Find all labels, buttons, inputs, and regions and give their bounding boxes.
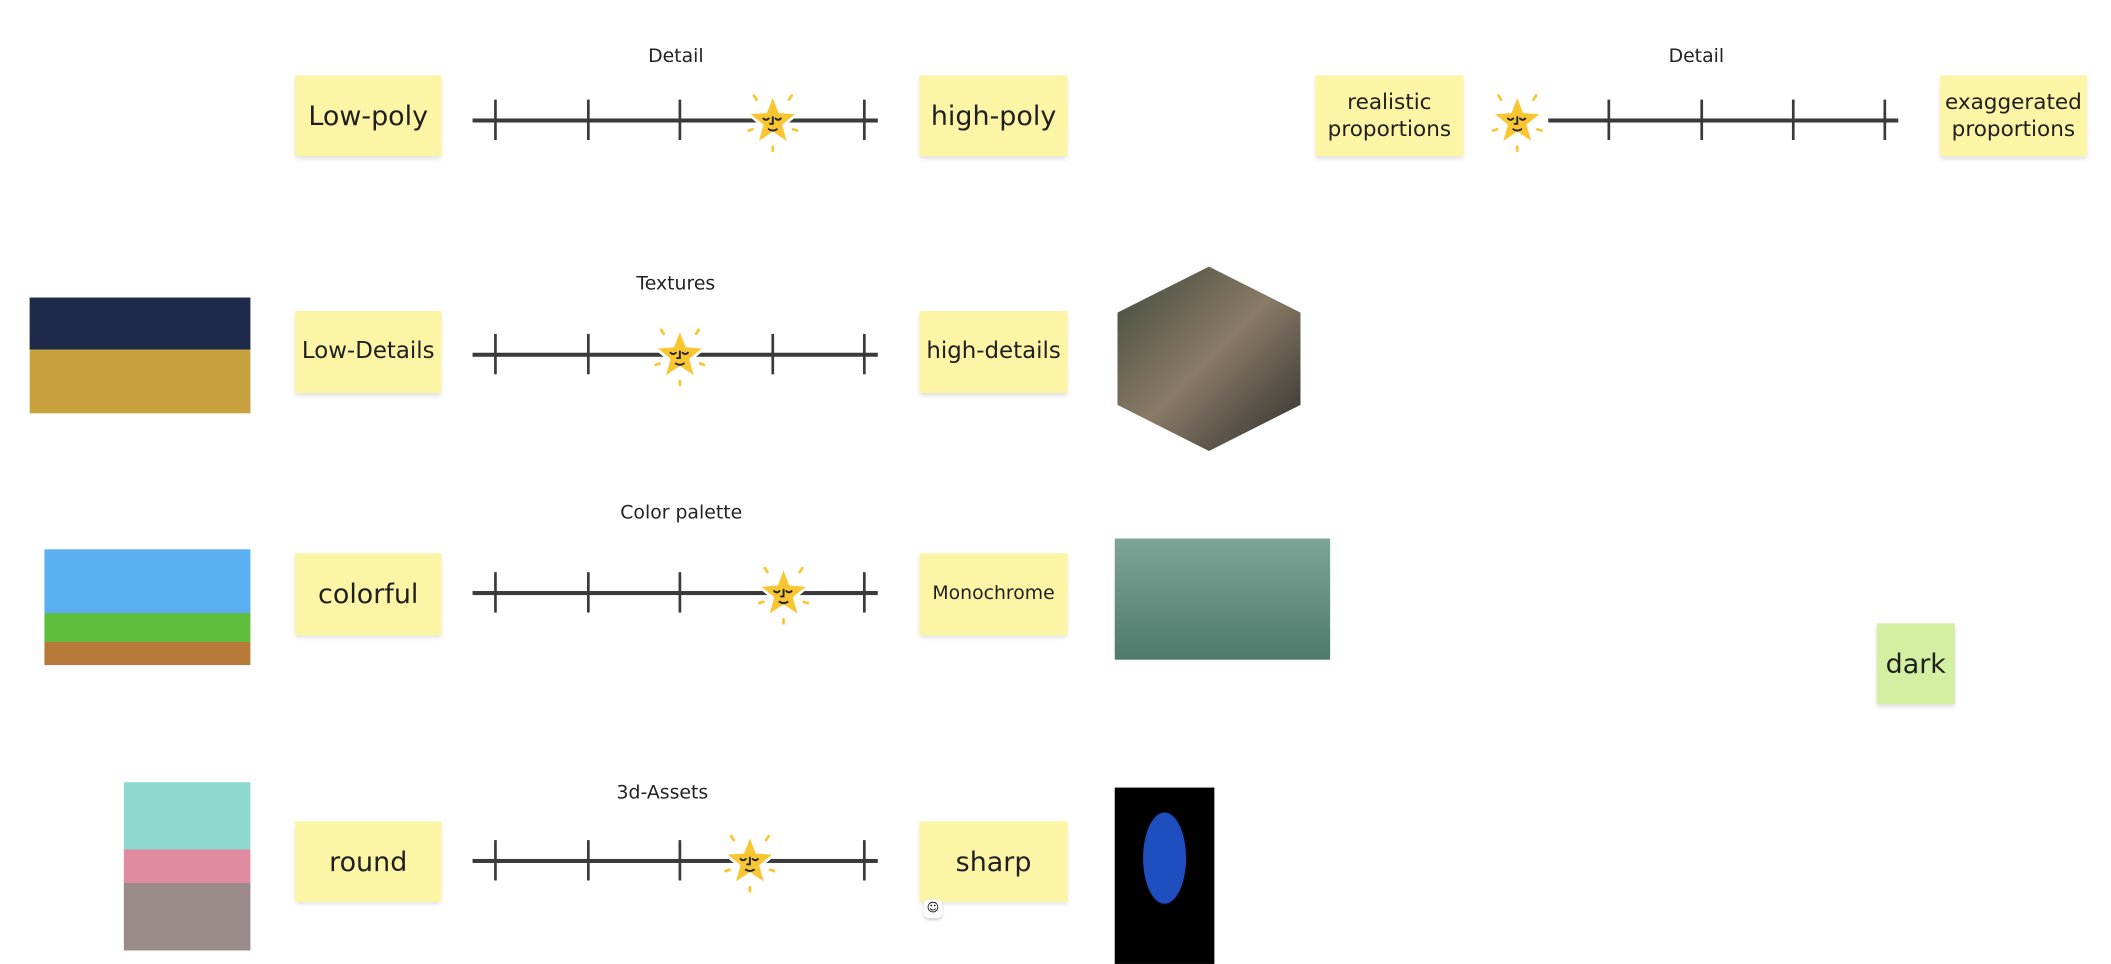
scale-tick xyxy=(862,840,866,881)
gang-beasts-image[interactable] xyxy=(123,782,251,951)
scale-line xyxy=(472,858,878,863)
scale-tick xyxy=(770,333,774,375)
scale-line xyxy=(1548,118,1899,123)
sticky-note-right[interactable]: exaggerated proportions xyxy=(1940,75,2087,157)
isometric-room-image[interactable] xyxy=(1117,266,1301,452)
scale-title: 3d-Assets xyxy=(616,782,709,804)
scale-tick xyxy=(1883,99,1887,141)
scale-tick xyxy=(586,840,590,881)
scale-tick xyxy=(678,99,682,141)
sticky-note-right[interactable]: high-details xyxy=(919,310,1068,394)
star-marker-icon[interactable] xyxy=(740,88,805,153)
scale-title: Detail xyxy=(648,45,704,68)
scale-line xyxy=(472,118,878,123)
scale-title: Detail xyxy=(1668,45,1725,68)
star-marker-icon[interactable] xyxy=(648,322,713,387)
scale-tick xyxy=(494,333,497,375)
scale-tick xyxy=(1607,99,1611,141)
scale-tick xyxy=(494,99,497,141)
star-marker-icon[interactable] xyxy=(718,828,783,893)
scale-tick xyxy=(586,572,590,613)
scale-tick xyxy=(1699,99,1703,141)
sticky-note-right[interactable]: sharp xyxy=(919,821,1068,903)
campfire-lowpoly-image[interactable] xyxy=(29,297,251,414)
sticky-note-left[interactable]: Low-poly xyxy=(294,75,442,157)
sticky-note-right[interactable]: high-poly xyxy=(919,75,1068,157)
scale-tick xyxy=(862,333,866,375)
sticky-note-right[interactable]: Monochrome xyxy=(919,553,1068,636)
scale-tick xyxy=(678,840,682,881)
star-marker-icon[interactable] xyxy=(1485,88,1550,153)
sonic-image[interactable] xyxy=(1114,787,1215,964)
scale-tick xyxy=(862,572,866,613)
sticky-note-left[interactable]: Low-Details xyxy=(294,310,442,394)
scale-tick xyxy=(586,99,590,141)
smiley-reaction-icon[interactable]: ☺ xyxy=(923,899,943,919)
monochrome-game-image[interactable] xyxy=(1114,538,1331,660)
sticky-note-left[interactable]: realistic proportions xyxy=(1315,75,1464,157)
sticky-note-dark[interactable]: dark xyxy=(1876,623,1955,705)
scale-tick xyxy=(586,333,590,375)
star-marker-icon[interactable] xyxy=(751,560,816,625)
scale-tick xyxy=(494,840,497,881)
scale-tick xyxy=(862,99,866,141)
scale-title: Textures xyxy=(636,273,716,295)
sticky-note-left[interactable]: colorful xyxy=(294,553,442,636)
scale-tick xyxy=(678,572,682,613)
mario-colorful-image[interactable] xyxy=(44,549,251,666)
scale-tick xyxy=(494,572,497,613)
sticky-note-left[interactable]: round xyxy=(294,821,442,903)
scale-line xyxy=(472,591,878,596)
scale-tick xyxy=(1791,99,1795,141)
scale-title: Color palette xyxy=(620,502,743,524)
